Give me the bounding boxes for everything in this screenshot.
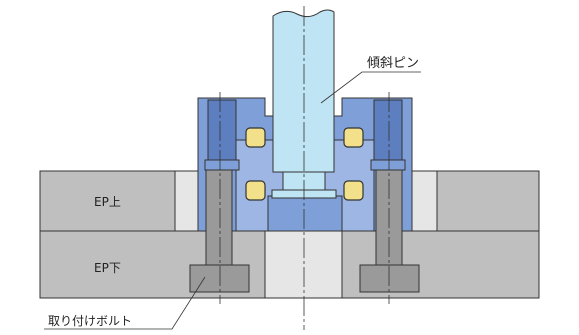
plate-lower-label: EP下 (94, 261, 121, 275)
pin-leader-line (320, 71, 421, 104)
pin-label: 傾斜ピン (367, 56, 419, 71)
plate-upper-right-gap (411, 170, 438, 232)
slide-pads (245, 127, 364, 201)
plate-lower-center-hole (264, 230, 343, 299)
bolt-label: 取り付けボルト (48, 314, 132, 328)
plate-upper-right (436, 170, 540, 232)
pin-shaft (272, 9, 335, 173)
pad-top-left (245, 127, 266, 148)
annotations: 傾斜ピン EP上 EP下 取り付けボルト (44, 56, 421, 330)
bolt-right-collar (370, 159, 406, 171)
bolt-right-shaft-upper (373, 99, 403, 161)
plate-upper-left-gap (174, 170, 202, 232)
slider-inner (267, 195, 343, 232)
bolt-left-collar (204, 159, 240, 171)
bolt-left-shaft (205, 169, 233, 266)
pad-bottom-right (343, 180, 364, 201)
plate-upper-left (39, 170, 176, 232)
ejector-plates (39, 170, 540, 299)
bolt-leader-line (44, 276, 206, 330)
bolt-right-head (359, 264, 420, 293)
bolt-left-head (189, 264, 250, 293)
bolts (189, 99, 420, 293)
center-lines (219, 6, 390, 330)
pad-top-right (343, 127, 364, 148)
pad-bottom-left (245, 180, 266, 201)
bolt-left-shaft-upper (207, 99, 237, 161)
plate-upper-label: EP上 (94, 195, 121, 209)
